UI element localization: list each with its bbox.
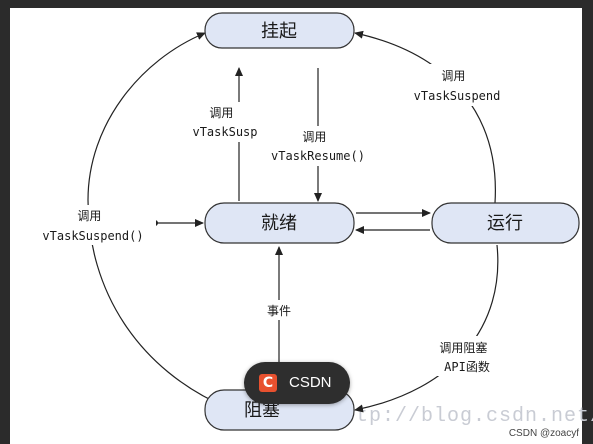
edge-label-running-to-blocked: 调用阻塞 API函数 bbox=[439, 340, 494, 374]
edge-label-line: vTaskSuspend bbox=[414, 89, 501, 103]
state-suspended-label: 挂起 bbox=[261, 21, 297, 42]
csdn-badge[interactable]: C CSDN bbox=[244, 362, 350, 404]
state-suspended-shape bbox=[204, 12, 355, 49]
state-running-shape bbox=[431, 202, 580, 244]
top-border bbox=[0, 0, 593, 8]
edge-label-suspended-to-ready: 调用 vTaskResume() bbox=[271, 130, 365, 163]
state-running: 运行 bbox=[431, 202, 580, 244]
state-ready-label: 就绪 bbox=[261, 213, 297, 234]
edge-label-blocked-to-ready: 事件 bbox=[267, 304, 291, 318]
edge-label-line: 调用 bbox=[302, 130, 326, 144]
edge-label-ready-to-suspended: 调用 vTaskSusp bbox=[192, 106, 257, 139]
label-bg-blocked-to-ready bbox=[262, 300, 296, 320]
label-bg-running-to-suspended bbox=[404, 64, 512, 106]
edge-label-line: 调用 bbox=[441, 69, 465, 83]
edge-label-line: 调用阻塞 bbox=[439, 340, 487, 355]
edge-label-running-to-suspended: 调用 vTaskSuspend bbox=[414, 69, 501, 103]
state-running-label: 运行 bbox=[487, 213, 523, 234]
edge-label-line: API函数 bbox=[444, 359, 490, 374]
edge-label-line: vTaskSuspend() bbox=[42, 229, 143, 243]
state-blocked-label: 阻塞 bbox=[244, 400, 280, 421]
state-ready: 就绪 bbox=[204, 202, 355, 244]
edge-label-line: vTaskSusp bbox=[192, 125, 257, 139]
label-bg-suspended-to-ready bbox=[266, 126, 372, 166]
edge-blocked-to-suspended bbox=[87, 32, 229, 409]
label-bg-running-to-blocked bbox=[430, 336, 504, 376]
left-border bbox=[0, 0, 10, 444]
edge-running-to-suspended bbox=[354, 30, 496, 204]
label-bg-blocked-to-suspended bbox=[30, 205, 156, 245]
edge-label-line: 调用 bbox=[77, 209, 101, 223]
watermark-text: http://blog.csdn.net/ bbox=[330, 405, 593, 428]
edge-running-to-blocked bbox=[354, 244, 499, 413]
edge-label-blocked-to-suspended: 调用 vTaskSuspend() bbox=[42, 209, 143, 243]
edge-label-line: 调用 bbox=[209, 106, 233, 120]
csdn-badge-label: CSDN bbox=[289, 374, 332, 391]
csdn-logo-icon: C bbox=[259, 374, 277, 392]
state-suspended: 挂起 bbox=[204, 12, 355, 49]
edge-label-line: vTaskResume() bbox=[271, 149, 365, 163]
author-credit: CSDN @zoacyf bbox=[508, 428, 579, 439]
state-ready-shape bbox=[204, 202, 355, 244]
right-border bbox=[582, 0, 593, 444]
label-bg-ready-to-suspended bbox=[185, 102, 265, 142]
